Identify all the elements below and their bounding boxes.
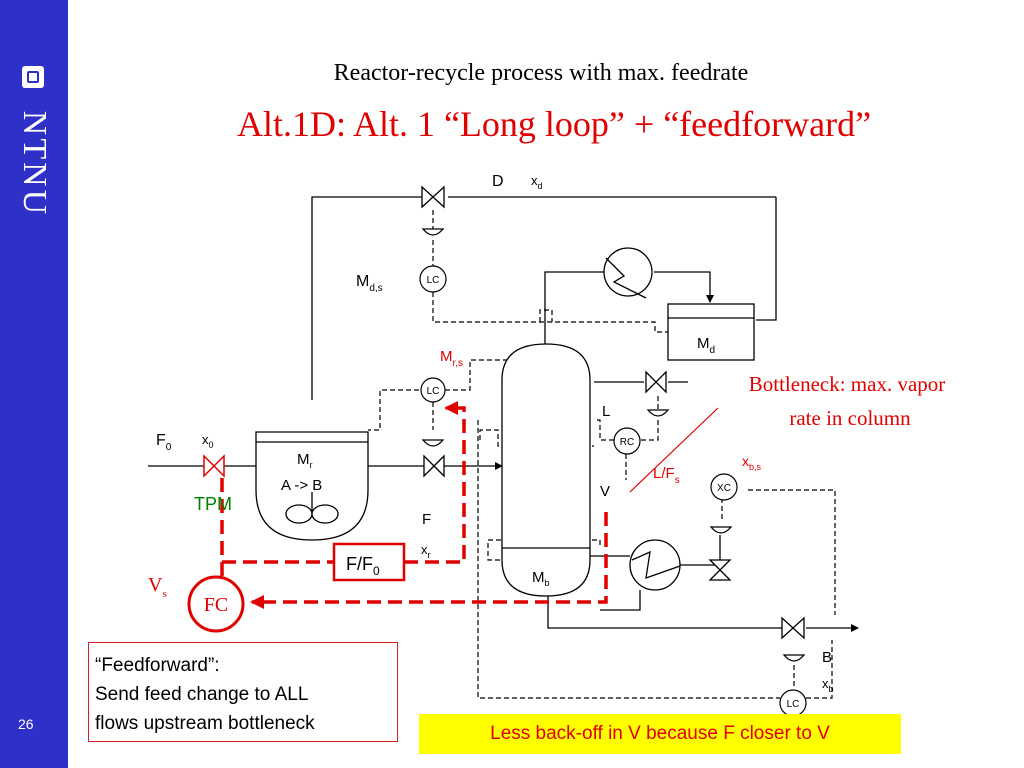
label-l: L (602, 403, 610, 420)
feedforward-callout: “Feedforward”: Send feed change to ALL f… (88, 642, 398, 742)
condenser-icon (603, 247, 653, 299)
label-md: Md (697, 335, 715, 356)
label-d: D (492, 173, 504, 190)
label-mr: Mr (297, 451, 313, 470)
reflux-drum (667, 303, 755, 361)
ntnu-logo-icon (22, 66, 44, 88)
xc-controller: XC (710, 473, 738, 501)
label-v: V (600, 483, 610, 500)
svg-text:RC: RC (620, 437, 634, 448)
label-x0: x0 (202, 432, 214, 450)
page-number: 26 (18, 716, 34, 732)
backoff-note: Less back-off in V because F closer to V (419, 714, 901, 754)
sidebar: NTNU 26 (0, 0, 68, 768)
label-b: B (822, 649, 832, 666)
label-mb: Mb (532, 569, 550, 588)
lc-reactor-controller: LC (420, 377, 446, 403)
label-mds: Md,s (356, 273, 383, 294)
svg-text:F/F0: F/F0 (346, 554, 380, 578)
label-xbs: xb,s (742, 453, 762, 472)
label-xr: xr (421, 542, 431, 560)
callout-line2: Send feed change to ALL (95, 684, 309, 705)
lc-bottom-controller: LC (779, 689, 807, 717)
lc-top-controller: LC (419, 265, 447, 293)
reboiler-icon (629, 539, 681, 591)
rc-controller: RC (613, 427, 641, 455)
label-lfs: L/Fs (653, 465, 680, 486)
bottleneck-pointer (629, 407, 719, 493)
label-mrs: Mr,s (440, 348, 463, 369)
slide-title: Reactor-recycle process with max. feedra… (333, 60, 749, 86)
svg-text:LC: LC (427, 275, 440, 286)
distillation-column (501, 343, 591, 597)
label-f0: F0 (156, 432, 172, 453)
valve-icons (421, 185, 806, 662)
label-reaction: A -> B (281, 477, 322, 494)
callout-line3: flows upstream bottleneck (95, 713, 315, 734)
bottleneck-line2: rate in column (789, 406, 911, 430)
feed-valve-icon (203, 454, 225, 478)
fc-controller: FC (187, 575, 245, 633)
svg-text:FC: FC (204, 594, 228, 616)
feedforward-signals (220, 401, 608, 609)
label-xd: xd (531, 173, 543, 191)
slide-subtitle: Alt.1D: Alt. 1 “Long loop” + “feedforwar… (236, 104, 872, 144)
svg-text:LC: LC (427, 386, 440, 397)
callout-line1: “Feedforward”: (95, 655, 220, 676)
svg-text:XC: XC (717, 483, 731, 494)
reactor-vessel (255, 431, 369, 541)
svg-text:LC: LC (787, 699, 800, 710)
process-lines (148, 196, 859, 632)
label-vs: Vs (148, 574, 167, 600)
bottleneck-line1: Bottleneck: max. vapor (749, 372, 946, 396)
label-f: F (422, 511, 431, 528)
ratio-block: F/F0 (332, 542, 406, 582)
label-tpm: TPM (194, 494, 232, 514)
label-xb: xb (822, 676, 834, 694)
